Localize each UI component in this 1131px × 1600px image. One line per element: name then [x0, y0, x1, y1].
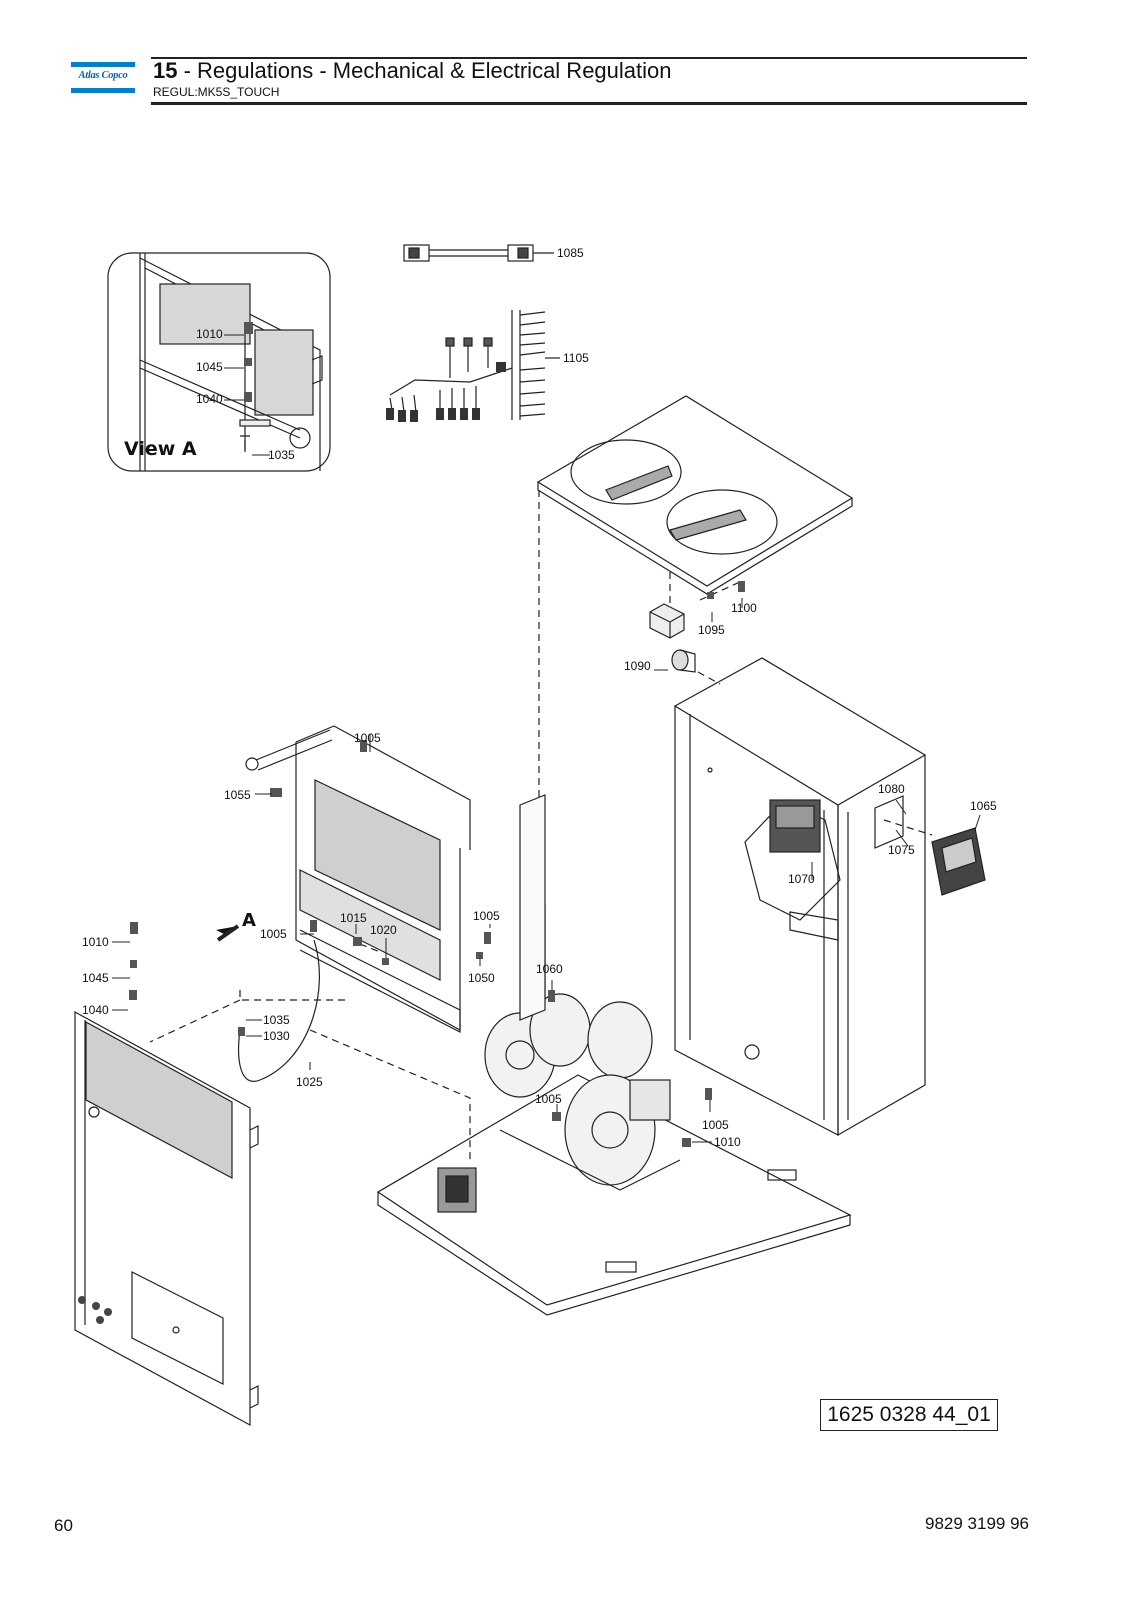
- fittings: [129, 322, 745, 1147]
- view-a-label: View A: [124, 438, 197, 460]
- callout-1075: 1075: [888, 843, 915, 857]
- atlas-copco-logo: Atlas Copco: [71, 62, 135, 95]
- page-title: 15 - Regulations - Mechanical & Electric…: [153, 58, 672, 84]
- base-frame: [376, 1074, 852, 1316]
- solenoid-valve: [437, 1167, 477, 1213]
- view-direction-arrow-shaft: [216, 924, 240, 942]
- callout-1050: 1050: [468, 971, 495, 985]
- callout-1090: 1090: [624, 659, 651, 673]
- callout-1035: 1035: [263, 1013, 290, 1027]
- front-door-panel: [74, 1010, 259, 1427]
- callout-1045-left: 1045: [82, 971, 109, 985]
- callout-1035-inset: 1035: [268, 448, 295, 462]
- callout-1010-lower-right: 1010: [714, 1135, 741, 1149]
- page-subtitle: REGUL:MK5S_TOUCH: [153, 85, 280, 99]
- header-top-rule: [151, 57, 1027, 59]
- controller-1070: [769, 799, 821, 853]
- cable-assembly-1085: [403, 244, 554, 262]
- document-number: 9829 3199 96: [925, 1514, 1029, 1533]
- callout-1005-right: 1005: [473, 909, 500, 923]
- header-bottom-rule: [151, 102, 1027, 105]
- compressor-element: [484, 900, 681, 1191]
- callout-1065: 1065: [970, 799, 997, 813]
- display-1065: [931, 827, 986, 896]
- page-header: Atlas Copco 15 - Regulations - Mechanica…: [0, 0, 1131, 110]
- callout-1005-lower-right: 1005: [702, 1118, 729, 1132]
- electrical-cabinet: [673, 657, 927, 1137]
- callout-1015: 1015: [340, 911, 367, 925]
- callout-1010-left: 1010: [82, 935, 109, 949]
- view-a-detail-inset: [107, 252, 331, 472]
- arrow-a-label: A: [242, 910, 256, 931]
- callout-1105: 1105: [563, 351, 589, 365]
- sensor-cable-1025: [238, 939, 320, 1082]
- callout-1020: 1020: [370, 923, 397, 937]
- callout-1005-center: 1005: [535, 1092, 562, 1106]
- page-number: 60: [54, 1516, 73, 1535]
- door-connectors: [78, 1296, 112, 1324]
- drawing-reference-number: 1625 0328 44_01: [820, 1399, 998, 1431]
- callout-1080: 1080: [878, 782, 905, 796]
- callout-1010-inset: 1010: [196, 327, 223, 341]
- callout-1040-inset: 1040: [196, 392, 223, 406]
- top-cover: [536, 395, 854, 595]
- callout-1025: 1025: [296, 1075, 323, 1089]
- callout-1005-left: 1005: [260, 927, 287, 941]
- support-bracket: [519, 794, 546, 1021]
- callout-1085: 1085: [557, 246, 584, 260]
- sensor-1090: [671, 649, 696, 673]
- section-number: 15: [153, 58, 178, 83]
- callout-1005-top: 1005: [354, 731, 381, 745]
- part-1095: [649, 603, 685, 639]
- callout-1040-left: 1040: [82, 1003, 109, 1017]
- callout-1030: 1030: [263, 1029, 290, 1043]
- callout-1070: 1070: [788, 872, 815, 886]
- section-title: - Regulations - Mechanical & Electrical …: [177, 58, 672, 83]
- leader-lines: [112, 334, 981, 1143]
- callout-1055: 1055: [224, 788, 251, 802]
- callout-1095: 1095: [698, 623, 725, 637]
- callout-1100: 1100: [731, 601, 757, 615]
- callout-1045-inset: 1045: [196, 360, 223, 374]
- cooler-assembly: [245, 725, 471, 1033]
- callout-1060: 1060: [536, 962, 563, 976]
- wiring-harness-1105: [389, 310, 560, 420]
